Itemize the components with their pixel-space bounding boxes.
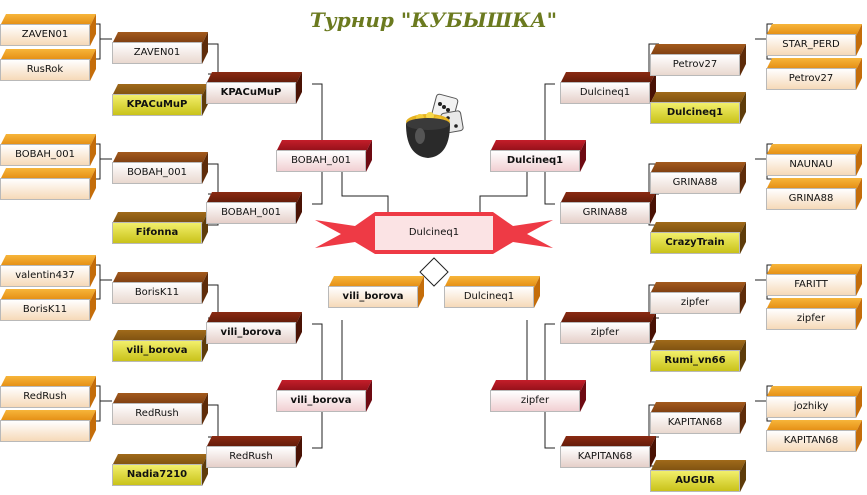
bracket-slot: RedRush bbox=[206, 436, 302, 470]
bracket-slot: jozhiky bbox=[766, 386, 862, 420]
bracket-slot: AUGUR bbox=[650, 460, 746, 494]
bracket-slot: Petrov27 bbox=[766, 58, 862, 92]
bracket-slot bbox=[0, 410, 96, 444]
bracket-slot: BOBAH_001 bbox=[206, 192, 302, 226]
bracket-slot: STAR_PERD bbox=[766, 24, 862, 58]
bracket-slot: Rumi_vn66 bbox=[650, 340, 746, 374]
bracket-slot: zipfer bbox=[560, 312, 656, 346]
bracket-slot: GRINA88 bbox=[560, 192, 656, 226]
bracket-slot: Nadia7210 bbox=[112, 454, 208, 488]
bracket-slot bbox=[0, 168, 96, 202]
semifinal-slot-right: Dulcineq1 bbox=[444, 276, 540, 310]
page-title: Турнир "КУБЫШКА" bbox=[309, 8, 558, 32]
bracket-slot: zipfer bbox=[490, 380, 586, 414]
bracket-slot: Fifonna bbox=[112, 212, 208, 246]
bracket-slot: CrazyTrain bbox=[650, 222, 746, 256]
bracket-slot: GRINA88 bbox=[650, 162, 746, 196]
bracket-slot: KAPITAN68 bbox=[650, 402, 746, 436]
bracket-slot: BOBAH_001 bbox=[276, 140, 372, 174]
bracket-slot: Dulcineq1 bbox=[560, 72, 656, 106]
bracket-slot: RusRok bbox=[0, 49, 96, 83]
bracket-slot: BorisK11 bbox=[0, 289, 96, 323]
bracket-slot: BorisK11 bbox=[112, 272, 208, 306]
bracket-slot: vili_borova bbox=[112, 330, 208, 364]
final-winner-banner: Dulcineq1 bbox=[315, 212, 553, 254]
bracket-slot: ZAVEN01 bbox=[112, 32, 208, 66]
bracket-slot: zipfer bbox=[650, 282, 746, 316]
bracket-slot: KPACuMuP bbox=[206, 72, 302, 106]
bracket-slot: zipfer bbox=[766, 298, 862, 332]
bracket-slot: RedRush bbox=[0, 376, 96, 410]
bracket-slot: ZAVEN01 bbox=[0, 14, 96, 48]
bracket-slot: Petrov27 bbox=[650, 44, 746, 78]
bracket-slot: RedRush bbox=[112, 393, 208, 427]
bracket-slot: BOBAH_001 bbox=[0, 134, 96, 168]
bracket-slot: FARITT bbox=[766, 264, 862, 298]
bracket-slot: BOBAH_001 bbox=[112, 152, 208, 186]
final-winner-name: Dulcineq1 bbox=[408, 227, 460, 238]
bracket-slot: vili_borova bbox=[276, 380, 372, 414]
bracket-slot: KAPITAN68 bbox=[766, 420, 862, 454]
bracket-slot: GRINA88 bbox=[766, 178, 862, 212]
bracket-slot: vili_borova bbox=[206, 312, 302, 346]
bracket-slot: valentin437 bbox=[0, 255, 96, 289]
pot-of-gold-icon bbox=[398, 92, 470, 164]
bracket-slot: KPACuMuP bbox=[112, 84, 208, 118]
semifinal-slot-left: vili_borova bbox=[328, 276, 424, 310]
bracket-slot: Dulcineq1 bbox=[490, 140, 586, 174]
bracket-slot: Dulcineq1 bbox=[650, 92, 746, 126]
bracket-slot: NAUNAU bbox=[766, 144, 862, 178]
bracket-slot: KAPITAN68 bbox=[560, 436, 656, 470]
